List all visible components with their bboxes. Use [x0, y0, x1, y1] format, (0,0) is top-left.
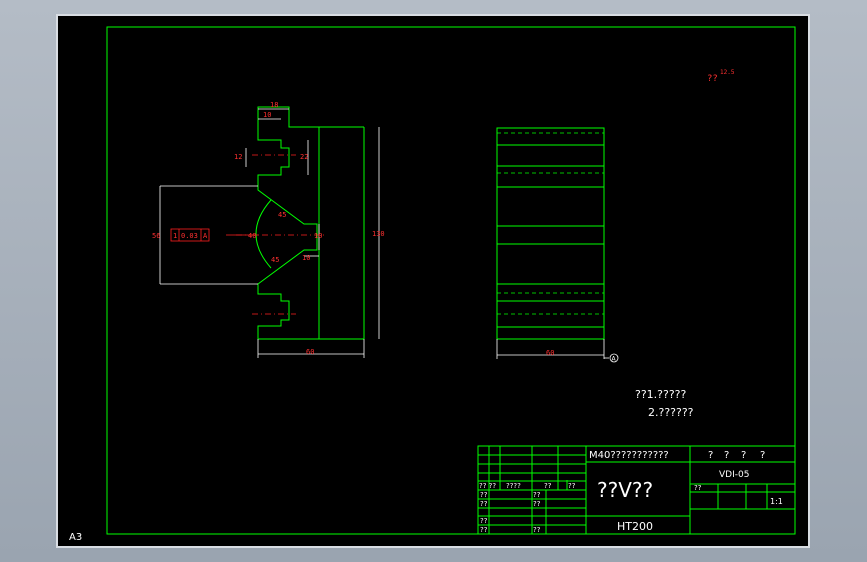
tolerance-a: 1	[173, 232, 177, 240]
note-line-1: ??1.?????	[635, 388, 687, 401]
note-line-2: 2.??????	[648, 406, 694, 419]
tb-title-row: M40???????????	[589, 450, 669, 461]
dim-top-w1: 18	[270, 101, 278, 109]
dim-slot-h2: 22	[300, 153, 308, 161]
tb-cell-3: ??	[544, 482, 552, 490]
tb-cell-11: ??	[533, 526, 541, 534]
tb-cell-10: ??	[480, 526, 488, 534]
dim-angle-a: 45	[278, 211, 286, 219]
dim-height-right: 130	[372, 230, 385, 238]
drawing-sheet: 18 10 12 22 56 1 0.03 A 40 45 45 10 10 1…	[56, 14, 810, 548]
paper-size-label: A3	[69, 532, 82, 543]
side-view-outline	[496, 127, 605, 340]
tb-part-name: ??V??	[597, 478, 653, 502]
v-arc	[255, 199, 272, 269]
dim-slot-h1: 12	[234, 153, 242, 161]
datum-symbol	[609, 353, 619, 363]
tb-scale-label: ??	[694, 484, 702, 492]
tb-cell-6: ??	[533, 491, 541, 499]
cad-drawing: 18 10 12 22 56 1 0.03 A 40 45 45 10 10 1…	[69, 26, 796, 543]
tolerance-frame	[170, 228, 210, 242]
dim-top-w2: 10	[263, 111, 271, 119]
dim-angle-b: 45	[271, 256, 279, 264]
tb-cell-9: ??	[480, 517, 488, 525]
tb-cell-4: ??	[568, 482, 576, 490]
roughness-value: 12.5	[720, 69, 735, 76]
front-view-outline	[257, 106, 320, 340]
tb-material: HT200	[617, 520, 653, 533]
tb-scale-value: 1:1	[770, 497, 783, 506]
dim-tip-h: 10	[302, 254, 310, 262]
dim-width-front: 60	[306, 348, 314, 356]
tb-mark-3: ?	[741, 450, 746, 461]
tb-mark-1: ?	[708, 450, 713, 461]
tb-cell-8: ??	[533, 500, 541, 508]
tb-drawing-no: VDI-05	[719, 470, 749, 480]
tolerance-c: A	[203, 232, 208, 240]
dim-tip-w: 10	[314, 232, 322, 240]
tb-cell-1: ?? ??	[479, 482, 496, 490]
dim-v-depth: 40	[248, 232, 256, 240]
tolerance-b: 0.03	[181, 232, 198, 240]
title-block: M40??????????? ? ? ? ? ??V?? HT200 VDI-0…	[477, 445, 796, 535]
tb-cell-7: ??	[480, 500, 488, 508]
inner-frame	[106, 26, 796, 535]
roughness-label: ??	[707, 74, 718, 84]
tb-cell-5: ??	[480, 491, 488, 499]
dim-overall-h-left: 56	[152, 232, 160, 240]
tb-mark-4: ?	[760, 450, 765, 461]
tb-mark-2: ?	[724, 450, 729, 461]
dim-width-side: 60	[546, 349, 554, 357]
datum-letter: A	[612, 356, 617, 363]
tb-cell-2: ????	[506, 482, 521, 490]
